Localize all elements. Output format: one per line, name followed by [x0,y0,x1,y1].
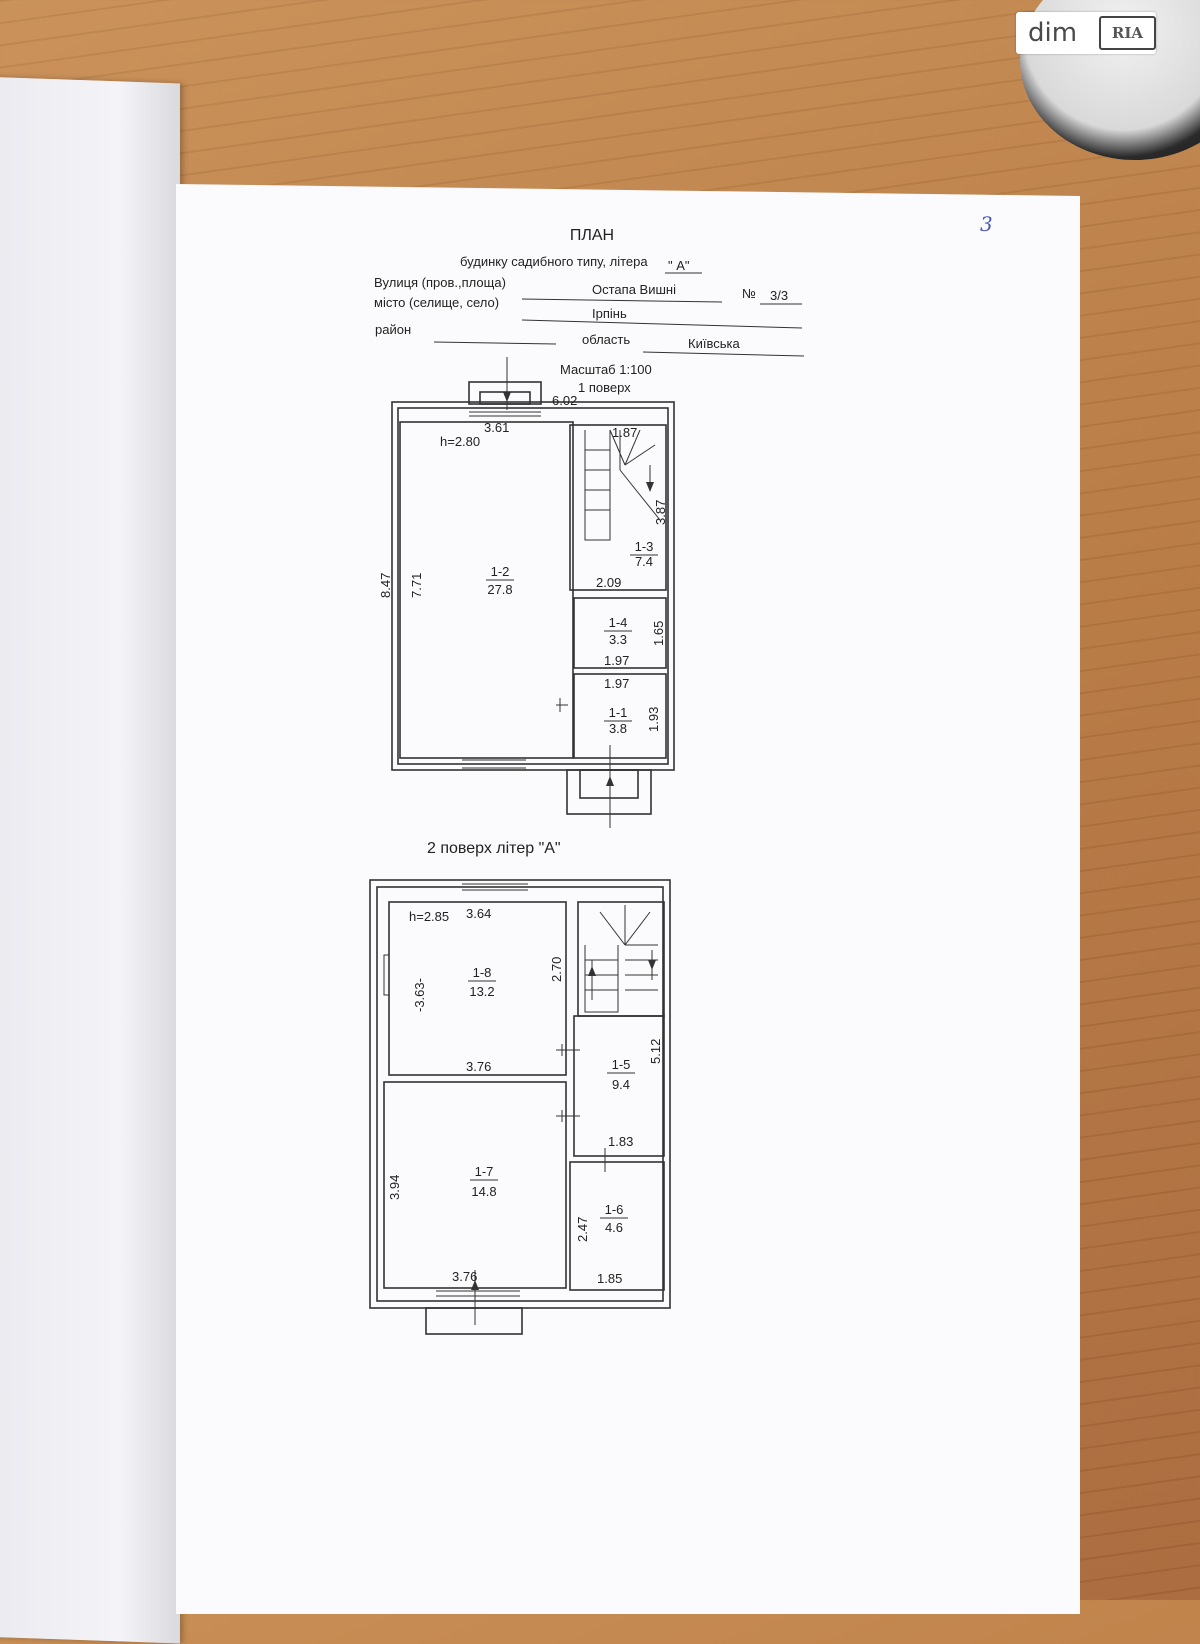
room-1-4-id: 1-4 [609,615,628,630]
floor-plan-drawing: ПЛАН будинку садибного типу, літера " А"… [369,227,805,1335]
room-1-4-area: 3.3 [609,632,627,647]
room-1-5-id: 1-5 [612,1057,631,1072]
city-value: Ірпінь [592,306,627,321]
dim-room11-height: 1.93 [646,707,661,732]
arrow-up-icon [606,776,614,786]
document-page [176,184,1080,1614]
room-1-8 [388,901,567,1076]
room-1-3-id: 1-3 [635,539,654,554]
room-1-6-area: 4.6 [605,1220,623,1235]
room-1-3-area: 7.4 [635,554,653,569]
room-1-7-area: 14.8 [471,1184,496,1199]
room-1-5 [573,1015,665,1157]
stair-area-floor2 [577,901,665,1017]
floor1-title: 1 поверх [578,380,631,395]
floor2-height: h=2.85 [409,909,449,924]
region-value: Київська [688,336,740,351]
dim-stair-width: 1.87 [612,425,637,440]
litera-value: " А" [668,258,690,273]
dim-room18-width: 3.64 [466,906,491,921]
number-label: № [742,286,756,301]
room-1-1-area: 3.8 [609,721,627,736]
number-value: 3/3 [770,288,788,303]
dim-room18-bottom: 3.76 [466,1059,491,1074]
dim-top-total: 6.02 [552,393,577,408]
floor1-height: h=2.80 [440,434,480,449]
room-1-2-id: 1-2 [491,564,510,579]
dim-room16-height: 2.47 [575,1217,590,1242]
street-label: Вулиця (пров.,площа) [374,275,506,290]
watermark-dim-text: dim [1028,18,1078,48]
plan-title: ПЛАН [570,227,614,244]
dim-room18-right: 2.70 [549,957,564,982]
room-1-5-area: 9.4 [612,1077,630,1092]
room-1-8-id: 1-8 [473,965,492,980]
stair-icon-floor2 [584,905,658,1013]
room-1-1-id: 1-1 [609,705,628,720]
room-1-1 [573,673,667,759]
dim-room17-height: 3.94 [387,1175,402,1200]
dim-room15-height: 5.12 [648,1039,663,1064]
dim-room11-width: 1.97 [604,676,629,691]
region-label: область [582,332,630,347]
handwritten-page-number: 3 [980,212,993,236]
dim-room16-bottom: 1.85 [597,1271,622,1286]
dim-outer-height: 8.47 [378,573,393,598]
room-1-6 [569,1161,665,1291]
room-1-6-id: 1-6 [605,1202,624,1217]
room-1-4 [573,597,667,669]
arrow-up-icon-floor2 [471,1280,479,1290]
dimria-watermark: dim RIA [1016,12,1156,54]
dim-room14-height: 1.65 [651,621,666,646]
floor1-outer-wall [391,401,675,771]
plan-subtitle: будинку садибного типу, літера [460,254,648,269]
scale-label: Масштаб 1:100 [560,362,652,377]
arrow-down-icon [503,392,511,402]
dim-room17-bottom: 3.76 [452,1269,477,1284]
room-1-7-id: 1-7 [475,1164,494,1179]
room-1-3 [569,424,667,591]
room-1-2-area: 27.8 [487,582,512,597]
room-1-8-area: 13.2 [469,984,494,999]
dim-room12-width: 3.61 [484,420,509,435]
dim-stair-length: 3.87 [653,500,668,525]
dim-room12-height: 7.71 [409,573,424,598]
dim-room14-width: 2.09 [596,575,621,590]
district-label: район [375,322,411,337]
floor2-title: 2 поверх літер "А" [427,840,561,857]
dim-room14-bottom: 1.97 [604,653,629,668]
street-value: Остапа Вишні [592,282,676,297]
city-label: місто (селище, село) [374,295,499,310]
dim-room15-bottom: 1.83 [608,1134,633,1149]
dim-room18-height: -3.63- [412,978,427,1012]
stair-icon [584,429,661,541]
watermark-ria-badge: RIA [1098,16,1156,50]
